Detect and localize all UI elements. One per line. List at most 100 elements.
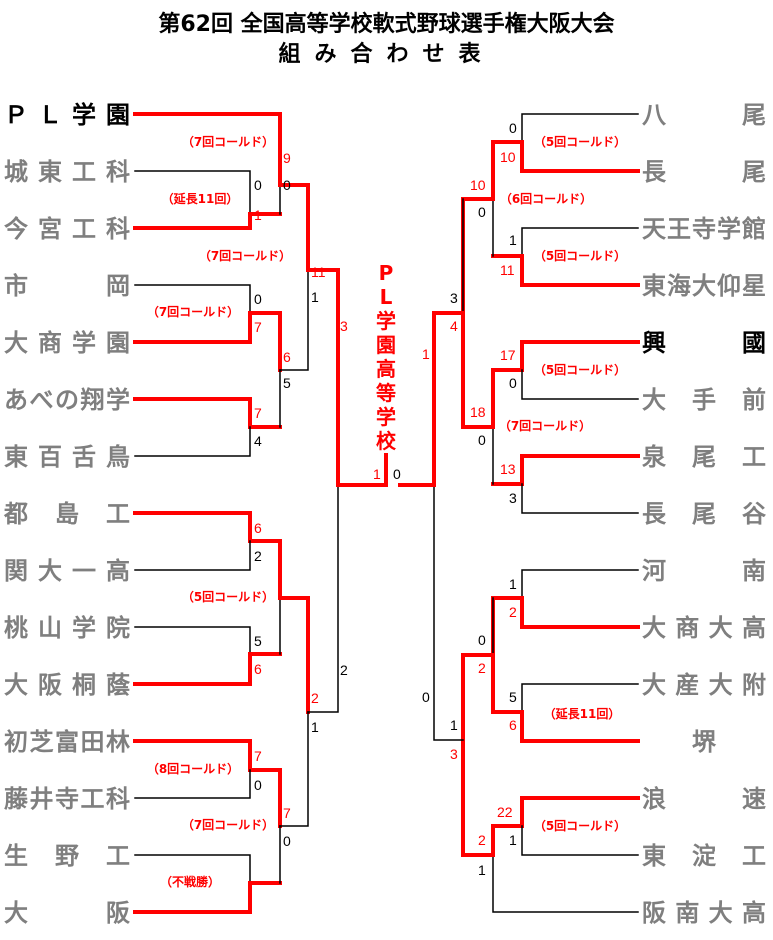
team-name-left[interactable]: 桃山学院 <box>4 614 130 642</box>
winner-path <box>133 112 282 187</box>
loser-path <box>134 426 251 457</box>
team-name-left[interactable]: 初芝富田林 <box>4 728 130 756</box>
loser-path <box>521 569 639 599</box>
team-name-left[interactable]: 藤井寺工科 <box>4 785 130 813</box>
loser-path <box>134 854 251 884</box>
team-name-left[interactable]: 関大一高 <box>4 557 130 585</box>
loser-path <box>279 269 309 371</box>
team-name-right[interactable]: 興 國 <box>642 329 766 357</box>
loser-path <box>521 227 639 257</box>
champion-char: 園 <box>376 333 396 357</box>
score: 6 <box>509 717 517 733</box>
loser-path <box>521 825 639 856</box>
team-name-right[interactable]: 長 尾 <box>642 158 766 186</box>
score: 3 <box>450 746 458 762</box>
match-note: （7回コールド） <box>182 817 274 832</box>
team-name-left[interactable]: 都 島 工 <box>3 500 130 528</box>
team-name-right[interactable]: 阪南大高 <box>642 899 766 927</box>
loser-path <box>134 284 251 314</box>
score: 5 <box>283 375 291 391</box>
team-name-left[interactable]: 生 野 工 <box>4 842 130 870</box>
team-name-right[interactable]: 東海大仰星 <box>642 272 766 300</box>
score: 11 <box>311 264 326 280</box>
loser-path <box>279 711 309 827</box>
champion-char: 学 <box>376 309 396 333</box>
team-name-right[interactable]: 長 尾 谷 <box>642 500 767 528</box>
score: 5 <box>254 633 262 649</box>
score: 3 <box>450 290 458 306</box>
champion-char: 高 <box>376 357 396 381</box>
team-name-right[interactable]: 浪 速 <box>642 785 766 813</box>
match-note: （7回コールド） <box>147 304 239 319</box>
team-name-left[interactable]: 大阪桐蔭 <box>4 671 131 699</box>
score: 0 <box>283 177 291 193</box>
loser-path <box>433 484 464 741</box>
score: 6 <box>254 661 262 677</box>
team-name-right[interactable]: 天王寺学館 <box>642 215 766 243</box>
score: 0 <box>393 466 401 482</box>
team-name-left[interactable]: 大商学園 <box>4 329 130 357</box>
score: 1 <box>311 289 319 305</box>
score: 1 <box>254 207 262 223</box>
score: 1 <box>509 232 517 248</box>
champion-char: 等 <box>376 381 396 405</box>
match-note: （5回コールド） <box>182 589 274 604</box>
score: 0 <box>422 689 430 705</box>
score: 10 <box>470 177 486 193</box>
match-note: （7回コールド） <box>199 248 291 263</box>
match-note: （不戦勝） <box>160 874 220 889</box>
score: 0 <box>478 432 486 448</box>
score: 0 <box>509 375 517 391</box>
score: 4 <box>450 318 458 334</box>
team-name-right[interactable]: 東 淀 工 <box>642 842 766 870</box>
score: 1 <box>509 832 517 848</box>
match-note: （延長11回） <box>544 706 621 721</box>
team-name-left[interactable]: あべの翔学 <box>4 386 130 414</box>
score: 0 <box>478 632 486 648</box>
team-name-right[interactable]: 大商大高 <box>642 614 766 642</box>
match-note: （6回コールド） <box>500 191 592 206</box>
winner-path <box>432 311 465 487</box>
champion-char: 校 <box>376 429 397 453</box>
match-note: （5回コールド） <box>534 818 626 833</box>
score: 1 <box>509 576 517 592</box>
team-name-right[interactable]: 泉 尾 工 <box>642 443 766 471</box>
match-note: （5回コールド） <box>534 362 626 377</box>
match-note: （7回コールド） <box>182 134 274 149</box>
team-name-left[interactable]: 城東工科 <box>4 158 130 186</box>
team-name-left[interactable]: ＰＬ学園 <box>4 101 130 129</box>
score: 13 <box>500 461 516 477</box>
team-name-left[interactable]: 東百舌鳥 <box>4 443 130 471</box>
team-name-left[interactable]: 市 岡 <box>4 272 130 300</box>
winner-path <box>133 212 282 230</box>
score: 2 <box>478 660 486 676</box>
winner-path <box>336 453 388 487</box>
team-name-right[interactable]: 大産大附 <box>642 671 766 699</box>
tournament-title: 第62回 全国高等学校軟式野球選手権大阪大会 <box>158 12 615 37</box>
winner-path <box>491 254 640 287</box>
team-name-right[interactable]: 堺 <box>692 728 717 756</box>
team-name-right[interactable]: 八 尾 <box>642 101 766 129</box>
team-name-left[interactable]: 大 阪 <box>4 899 130 927</box>
bracket-lines <box>133 112 640 914</box>
score: 0 <box>254 777 262 793</box>
champion-char: P <box>379 261 394 285</box>
score: 1 <box>373 466 381 482</box>
team-name-right[interactable]: 河 南 <box>642 557 766 585</box>
score: 6 <box>283 349 291 365</box>
loser-path <box>521 683 639 713</box>
team-name-right[interactable]: 大 手 前 <box>642 386 766 414</box>
team-name-left[interactable]: 今宮工科 <box>4 215 130 243</box>
loser-path <box>134 626 251 655</box>
score: 7 <box>283 805 291 821</box>
winner-path <box>461 311 495 429</box>
score: 11 <box>500 262 515 278</box>
match-note: （延長11回） <box>162 191 239 206</box>
score: 7 <box>254 748 262 764</box>
match-note: （7回コールド） <box>499 418 591 433</box>
winner-path <box>461 738 495 857</box>
winner-path <box>491 454 640 486</box>
winner-path <box>278 183 310 272</box>
score: 0 <box>283 833 291 849</box>
